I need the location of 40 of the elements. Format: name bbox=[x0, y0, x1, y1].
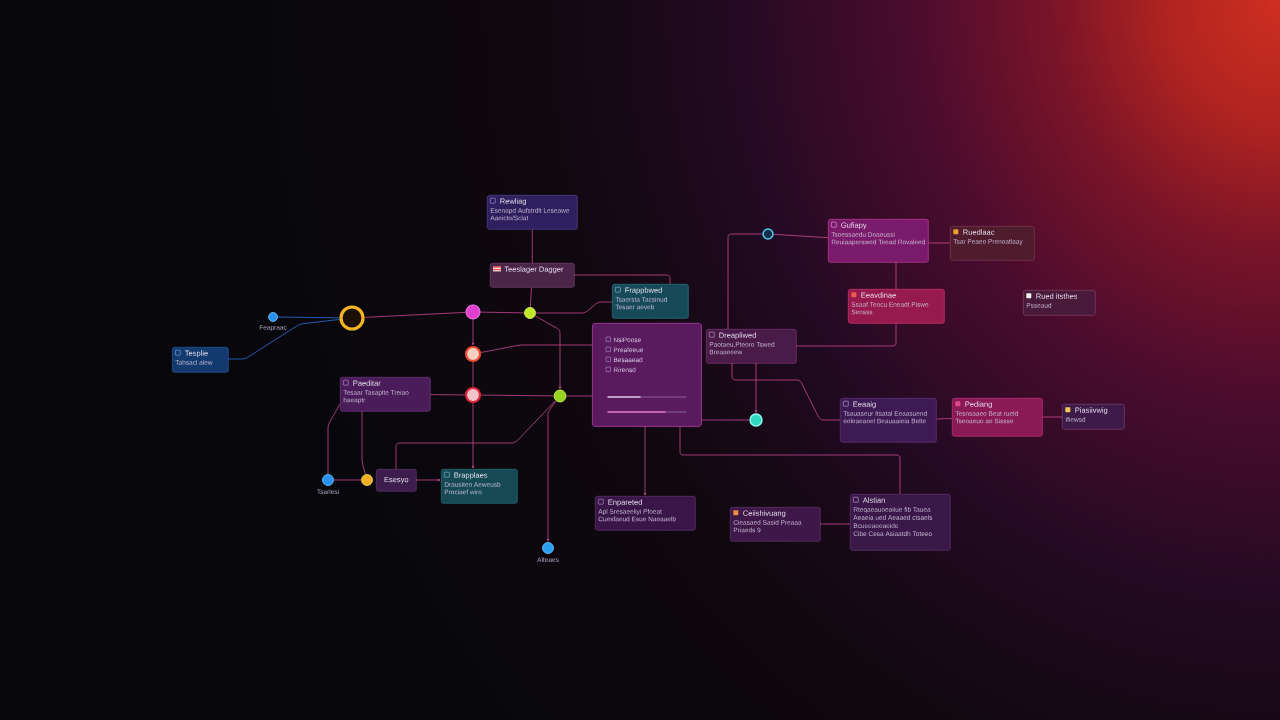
connector-line bbox=[529, 287, 532, 308]
connector-line bbox=[361, 410, 366, 475]
connector-line bbox=[731, 362, 841, 421]
connector-line bbox=[480, 311, 525, 314]
connector-line bbox=[395, 400, 556, 470]
connector-line bbox=[227, 319, 340, 360]
connector-line bbox=[727, 233, 763, 330]
connector-line bbox=[531, 229, 533, 264]
connector-line bbox=[333, 479, 362, 481]
connector-line bbox=[927, 242, 951, 244]
ring-node bbox=[762, 228, 774, 240]
connector-line bbox=[472, 361, 474, 388]
connector-line bbox=[573, 274, 671, 285]
connector-line bbox=[535, 301, 613, 314]
connector-line bbox=[566, 395, 593, 397]
connector-line bbox=[1042, 416, 1063, 418]
connector-line bbox=[795, 322, 897, 347]
connector-line bbox=[773, 233, 829, 239]
ring-node bbox=[464, 345, 482, 363]
connector-line bbox=[700, 419, 750, 421]
connector-line bbox=[480, 394, 554, 397]
connector-line bbox=[277, 316, 340, 319]
arrow bbox=[546, 400, 557, 542]
connector-line bbox=[364, 311, 466, 318]
connector-line bbox=[936, 418, 953, 420]
arrow bbox=[415, 478, 441, 482]
connector-line bbox=[327, 403, 341, 475]
ring-node bbox=[339, 305, 365, 331]
arrow bbox=[471, 319, 475, 346]
arrow bbox=[471, 402, 475, 469]
connector-line bbox=[895, 261, 897, 290]
connector-line bbox=[819, 523, 851, 525]
ring-node bbox=[464, 386, 482, 404]
arrow bbox=[754, 362, 758, 413]
connector-line bbox=[679, 425, 901, 495]
arrow bbox=[643, 425, 647, 496]
connector-line bbox=[430, 394, 466, 396]
connector-line bbox=[480, 344, 593, 353]
arrow bbox=[534, 315, 562, 390]
circle-node bbox=[465, 304, 481, 320]
